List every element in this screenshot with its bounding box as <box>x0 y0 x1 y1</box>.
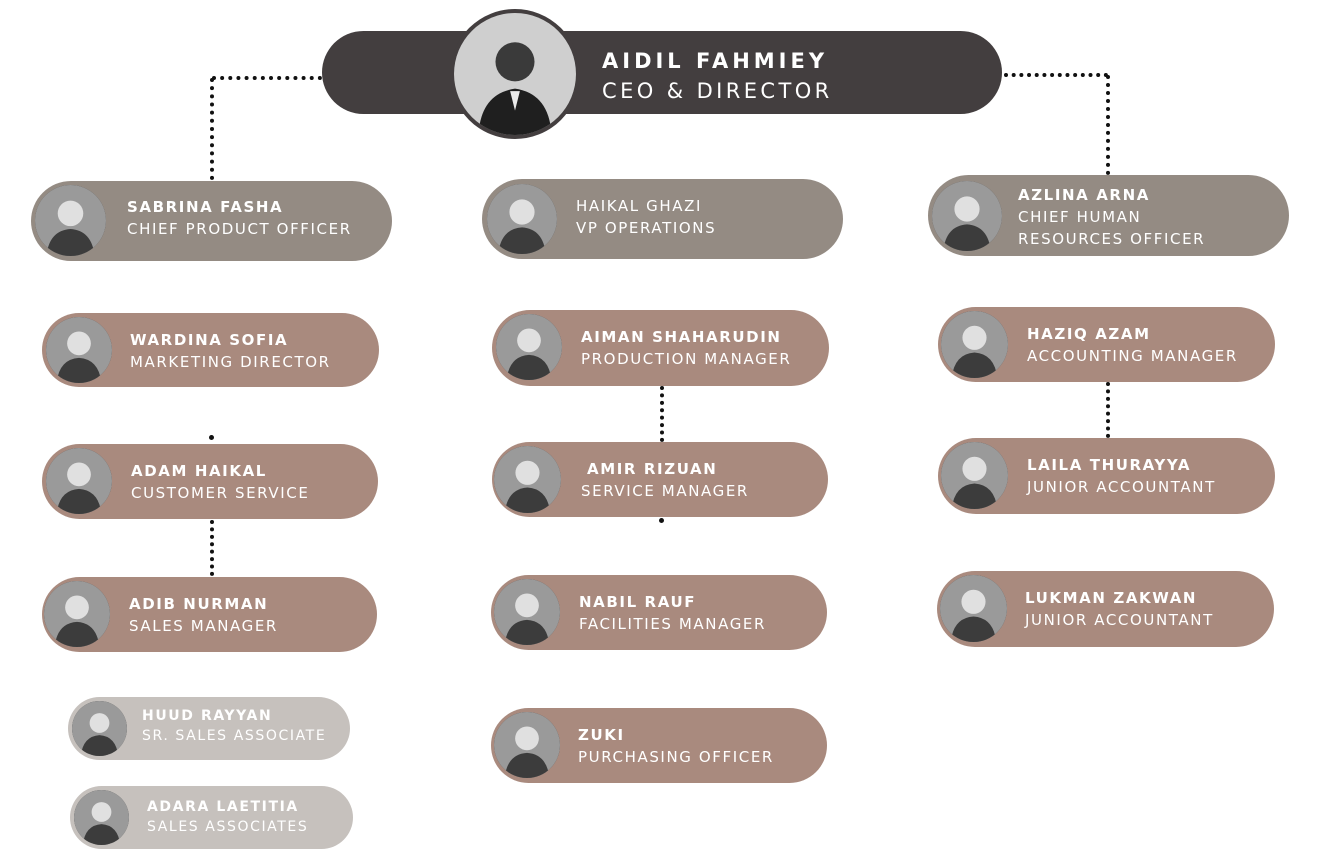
person-role: CHIEF HUMAN <box>1018 208 1142 226</box>
person-portrait-icon <box>941 311 1008 378</box>
card-text: WARDINA SOFIA MARKETING DIRECTOR <box>130 329 331 373</box>
person-name: NABIL RAUF <box>579 593 697 611</box>
person-role: MARKETING DIRECTOR <box>130 353 331 371</box>
card-text: AMIR RIZUAN SERVICE MANAGER <box>581 458 749 502</box>
ceo-name: AIDIL FAHMIEY <box>602 49 829 73</box>
connector-haziq-laila <box>1106 382 1110 438</box>
card-text: HAZIQ AZAM ACCOUNTING MANAGER <box>1027 323 1238 367</box>
person-portrait-icon <box>44 581 110 647</box>
person-name: LUKMAN ZAKWAN <box>1025 589 1198 607</box>
person-portrait-icon <box>450 9 580 139</box>
person-name: HUUD RAYYAN <box>142 708 273 724</box>
person-name: AIMAN SHAHARUDIN <box>581 328 782 346</box>
person-name: AZLINA ARNA <box>1018 186 1150 204</box>
person-role: JUNIOR ACCOUNTANT <box>1027 478 1216 496</box>
connector-adam-adib <box>210 520 214 576</box>
person-portrait-icon <box>35 185 106 256</box>
person-role: VP OPERATIONS <box>576 219 717 237</box>
person-role: CUSTOMER SERVICE <box>131 484 310 502</box>
person-name: ADIB NURMAN <box>129 595 269 613</box>
card-text: NABIL RAUF FACILITIES MANAGER <box>579 591 766 635</box>
person-portrait-icon <box>496 314 562 380</box>
person-role: ACCOUNTING MANAGER <box>1027 347 1238 365</box>
person-role: SERVICE MANAGER <box>581 482 749 500</box>
person-portrait-icon <box>72 701 127 756</box>
ceo-card[interactable] <box>322 31 1002 114</box>
card-text: HAIKAL GHAZI VP OPERATIONS <box>576 195 716 239</box>
person-role: JUNIOR ACCOUNTANT <box>1025 611 1214 629</box>
person-role: SALES ASSOCIATES <box>147 819 309 835</box>
connector-ceo-left <box>212 76 322 80</box>
card-text: HUUD RAYYAN SR. SALES ASSOCIATE <box>142 706 326 746</box>
person-role: FACILITIES MANAGER <box>579 615 767 633</box>
person-name: AMIR RIZUAN <box>587 460 718 478</box>
person-name: ZUKI <box>578 726 625 744</box>
card-text: ZUKI PURCHASING OFFICER <box>578 724 774 768</box>
person-name: HAZIQ AZAM <box>1027 325 1151 343</box>
connector-aiman-amir <box>660 386 664 442</box>
card-text: AZLINA ARNA CHIEF HUMAN RESOURCES OFFICE… <box>1018 184 1205 250</box>
person-role: PRODUCTION MANAGER <box>581 350 792 368</box>
connector-right-drop <box>1106 75 1110 175</box>
person-portrait-icon <box>74 790 129 845</box>
person-portrait-icon <box>940 575 1007 642</box>
card-text: SABRINA FASHA CHIEF PRODUCT OFFICER <box>127 196 352 240</box>
card-text: ADAM HAIKAL CUSTOMER SERVICE <box>131 460 309 504</box>
person-role: SALES MANAGER <box>129 617 278 635</box>
person-role: PURCHASING OFFICER <box>578 748 774 766</box>
card-text: LAILA THURAYYA JUNIOR ACCOUNTANT <box>1027 454 1216 498</box>
person-name: HAIKAL GHAZI <box>576 197 702 215</box>
person-role: CHIEF PRODUCT OFFICER <box>127 220 352 238</box>
person-portrait-icon <box>932 181 1002 251</box>
card-text: LUKMAN ZAKWAN JUNIOR ACCOUNTANT <box>1025 587 1214 631</box>
person-name: ADAM HAIKAL <box>131 462 267 480</box>
person-portrait-icon <box>494 712 560 778</box>
connector-ceo-right <box>1004 73 1108 77</box>
ceo-text: AIDIL FAHMIEY CEO & DIRECTOR <box>602 46 833 106</box>
person-portrait-icon <box>487 184 557 254</box>
person-portrait-icon <box>494 446 561 513</box>
connector-dot <box>209 435 214 440</box>
card-text: ADIB NURMAN SALES MANAGER <box>129 593 278 637</box>
person-name: LAILA THURAYYA <box>1027 456 1192 474</box>
connector-dot <box>659 518 664 523</box>
card-text: ADARA LAETITIA SALES ASSOCIATES <box>147 797 308 837</box>
person-name: SABRINA FASHA <box>127 198 284 216</box>
person-portrait-icon <box>46 448 112 514</box>
person-portrait-icon <box>941 442 1008 509</box>
card-text: AIMAN SHAHARUDIN PRODUCTION MANAGER <box>581 326 791 370</box>
person-role: SR. SALES ASSOCIATE <box>142 728 327 744</box>
ceo-role: CEO & DIRECTOR <box>602 79 833 103</box>
person-name: ADARA LAETITIA <box>147 799 299 815</box>
person-portrait-icon <box>494 579 560 645</box>
person-role-line2: RESOURCES OFFICER <box>1018 230 1206 248</box>
person-portrait-icon <box>46 317 112 383</box>
person-name: WARDINA SOFIA <box>130 331 289 349</box>
connector-left-drop <box>210 78 214 180</box>
